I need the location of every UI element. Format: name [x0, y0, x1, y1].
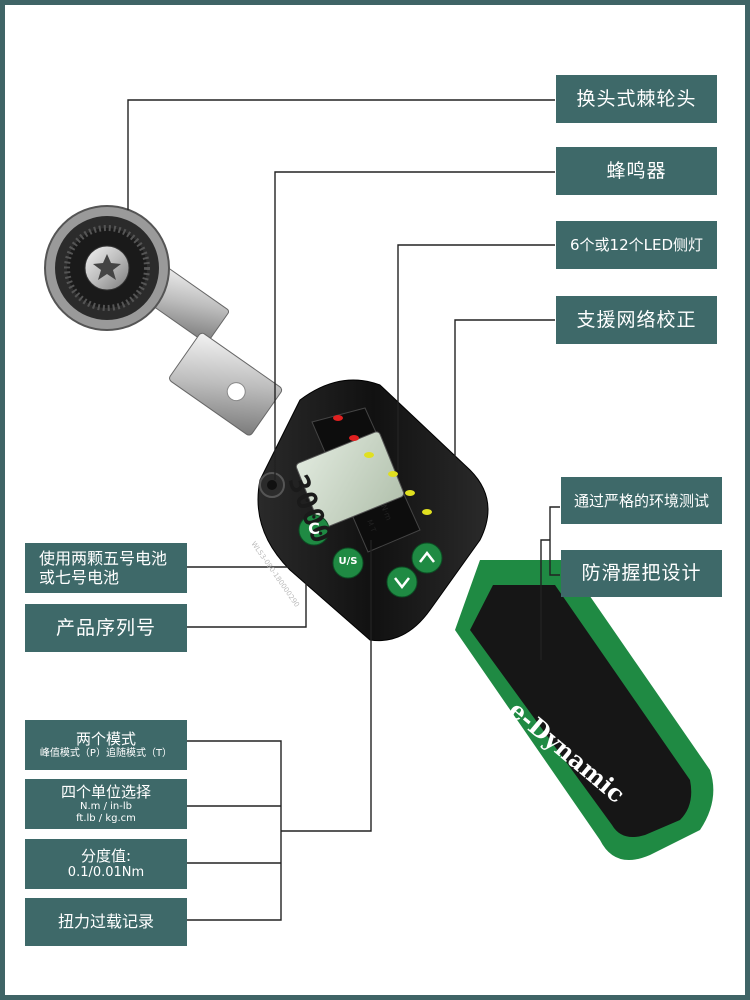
label-led-side-lights: 6个或12个LED侧灯 [556, 221, 717, 269]
drive-adapter [169, 332, 283, 436]
label-units-line2: ft.lb / kg.cm [76, 813, 136, 824]
button-up[interactable] [411, 542, 443, 574]
label-serial-text: 产品序列号 [55, 616, 156, 639]
label-battery: 使用两颗五号电池 或七号电池 [25, 543, 187, 593]
label-units-line1: N.m / in-lb [80, 801, 132, 812]
label-anti-slip-grip-text: 防滑握把设计 [581, 562, 702, 585]
label-modes-title: 两个模式 [75, 730, 136, 748]
label-resolution: 分度值: 0.1/0.01Nm [25, 839, 187, 889]
label-led-side-lights-text: 6个或12个LED侧灯 [569, 236, 704, 254]
device-body [257, 379, 489, 642]
label-ratchet-head-text: 换头式棘轮头 [576, 87, 697, 110]
label-modes-detail: 峰值模式（P）追随模式（T） [39, 748, 173, 759]
label-resolution-value: 0.1/0.01Nm [67, 865, 145, 881]
chevron-down-icon [394, 577, 410, 590]
button-us[interactable] [332, 547, 364, 579]
button-c-label: C [308, 519, 320, 538]
label-overload-text: 扭力过载记录 [57, 912, 154, 932]
label-environment-test: 通过严格的环境测试 [561, 477, 722, 524]
label-serial: 产品序列号 [25, 604, 187, 652]
button-us-label: U/S [338, 556, 358, 567]
label-battery-line1: 使用两颗五号电池 [39, 548, 168, 568]
grip [455, 560, 714, 860]
led-indicators [333, 415, 432, 515]
ratchet-head [44, 205, 230, 343]
label-anti-slip-grip: 防滑握把设计 [561, 550, 722, 597]
label-calibration: 支援网络校正 [556, 296, 717, 344]
label-buzzer: 蜂鸣器 [556, 147, 717, 195]
leader-lines [127, 99, 560, 921]
label-calibration-text: 支援网络校正 [576, 308, 697, 331]
label-units-title: 四个单位选择 [60, 783, 151, 801]
label-environment-test-text: 通过严格的环境测试 [573, 491, 709, 510]
label-buzzer-text: 蜂鸣器 [606, 159, 667, 182]
label-battery-line2: 或七号电池 [39, 568, 120, 587]
label-ratchet-head: 换头式棘轮头 [556, 75, 717, 123]
label-modes: 两个模式 峰值模式（P）追随模式（T） [25, 720, 187, 770]
label-resolution-title: 分度值: [80, 847, 132, 866]
label-overload: 扭力过载记录 [25, 898, 187, 946]
label-units: 四个单位选择 N.m / in-lb ft.lb / kg.cm [25, 779, 187, 829]
button-down[interactable] [386, 566, 418, 598]
chevron-up-icon [419, 550, 435, 563]
button-c[interactable] [298, 514, 330, 546]
